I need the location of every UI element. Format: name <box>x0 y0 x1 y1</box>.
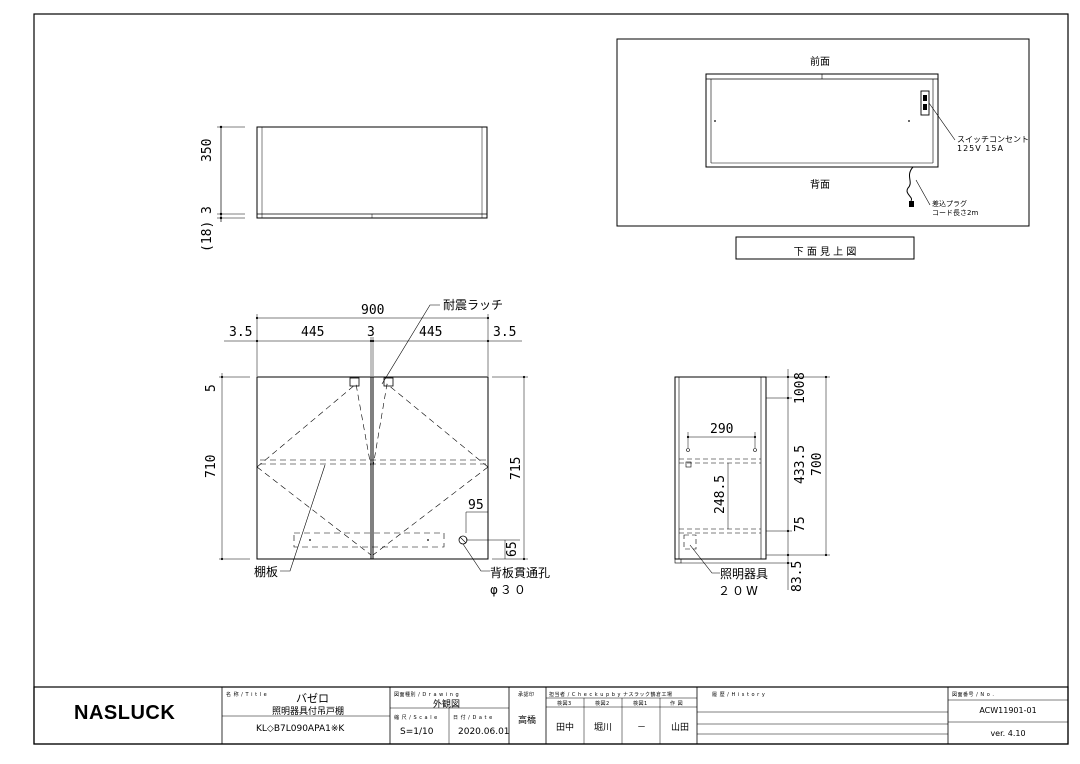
approver-name: 高橋 <box>518 716 537 726</box>
check-role-2: 検図2 <box>595 701 610 707</box>
dim-350: 350 <box>200 138 215 162</box>
dim-right-door: 445 <box>419 325 443 340</box>
check-role-4: 作 図 <box>670 701 684 707</box>
side-view <box>674 369 830 590</box>
dim-700: 700 <box>810 452 825 476</box>
sheet-border <box>33 13 1069 745</box>
bottom-view-caption: 下 面 見 上 図 <box>793 247 857 258</box>
front-face-label: 前面 <box>810 57 830 68</box>
back-face-label: 背面 <box>810 180 830 191</box>
dim-left-margin: 3.5 <box>229 325 253 340</box>
drawing-caption: 図面種別 / D r a w i n g <box>394 692 460 698</box>
cord-length-label: コード長さ2m <box>932 209 979 217</box>
series-name: バゼロ <box>296 692 329 705</box>
switch-label: スイッチコンセント <box>957 135 1029 144</box>
check-name-4: 山田 <box>671 723 690 733</box>
latch-left-icon <box>349 377 360 387</box>
dim-right-margin: 3.5 <box>493 325 517 340</box>
drawing-type: 外観図 <box>433 700 461 710</box>
scale-caption: 縮 尺 / S c a l e <box>394 715 438 721</box>
check-role-3: 検図1 <box>633 701 648 707</box>
lighting-wattage: ２０W <box>718 584 760 598</box>
dim-left-door: 445 <box>301 325 325 340</box>
dim-95: 95 <box>468 498 484 513</box>
name-caption: 名 称 / T i t l e <box>226 692 268 698</box>
dim-900: 900 <box>361 303 385 318</box>
latch-right-icon <box>383 377 394 387</box>
check-name-1: 田中 <box>556 723 575 733</box>
dim-18: (18) <box>200 220 215 252</box>
dim-715: 715 <box>509 456 524 480</box>
through-hole-label: 背板貫通孔 <box>490 566 551 580</box>
drawing-version: ver. 4.10 <box>990 729 1026 738</box>
seismic-latch-label: 耐震ラッチ <box>443 298 504 312</box>
switch-rating: 125V 15A <box>957 144 1004 153</box>
model-number: KL◇B7L090APA1※K <box>256 724 345 734</box>
date-value: 2020.06.01 <box>458 727 510 737</box>
history-caption: 履 歴 / H i s t o r y <box>712 692 766 698</box>
approval-caption: 承認印 <box>518 692 535 698</box>
dim-290: 290 <box>710 422 734 437</box>
dim-100: 100 <box>793 380 808 404</box>
through-hole-diameter: φ３０ <box>490 583 528 597</box>
dim-248-5: 248.5 <box>713 474 728 514</box>
lighting-fixture-label: 照明器具 <box>720 567 769 581</box>
cord-icon <box>906 166 914 202</box>
dim-83-5: 83.5 <box>790 560 805 592</box>
dim-top-5: 5 <box>204 384 219 392</box>
date-caption: 日 付 / D a t e <box>453 715 493 721</box>
top-view <box>217 125 488 222</box>
dim-3: 3 <box>200 206 215 214</box>
dim-710: 710 <box>204 454 219 478</box>
check-caption: 担当者 / C h e c k u p b y ナスラック鶴倉工場 <box>549 692 673 698</box>
dim-433-5: 433.5 <box>793 444 808 484</box>
check-name-3: － <box>637 723 647 733</box>
shelf-label: 棚板 <box>254 565 279 579</box>
front-view <box>219 304 528 572</box>
dim-gap: 3 <box>367 325 375 340</box>
dim-75: 75 <box>793 516 808 532</box>
number-caption: 図面番号 / N o . <box>952 692 995 698</box>
nasluck-logo: NASLUCK <box>74 702 176 724</box>
dim-8: 8 <box>793 372 808 380</box>
title-block <box>33 686 1069 745</box>
plug-label: 差込プラグ <box>932 200 967 208</box>
dim-65: 65 <box>505 541 520 557</box>
check-role-1: 検図3 <box>557 701 572 707</box>
scale-value: S=1/10 <box>400 727 434 737</box>
bottom-view <box>616 38 1030 260</box>
drawing-number: ACW11901-01 <box>979 706 1037 715</box>
product-name: 照明器具付吊戸棚 <box>272 707 345 717</box>
check-name-2: 堀川 <box>594 723 613 733</box>
switch-outlet-icon <box>920 90 930 116</box>
